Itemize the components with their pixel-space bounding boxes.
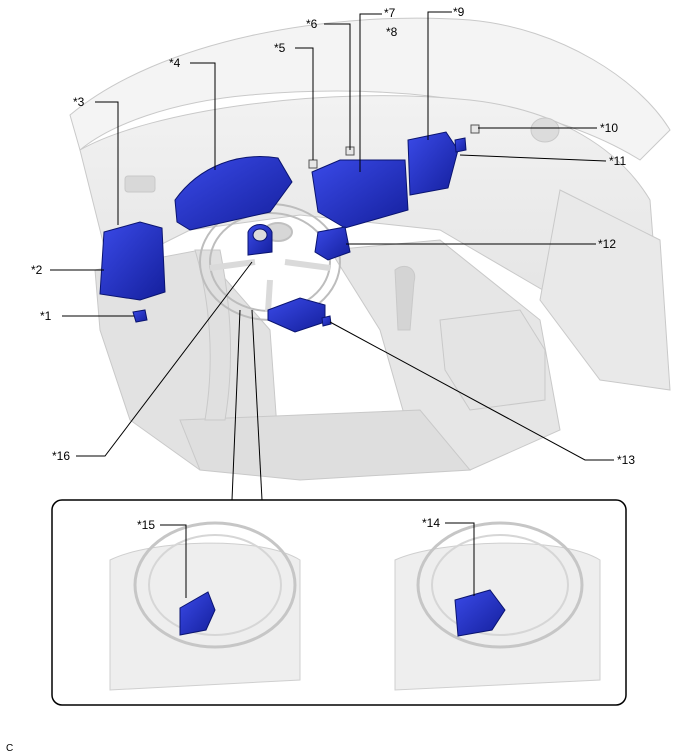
component-10: [470, 124, 480, 134]
callout-8: *8: [386, 25, 398, 39]
component-15: [179, 591, 216, 636]
callout-10: *10: [600, 121, 618, 135]
component-4: [174, 156, 293, 231]
highlighted-components: [99, 124, 480, 333]
component-1: [132, 309, 148, 323]
component-9: [407, 131, 459, 196]
callout-2: *2: [31, 263, 43, 277]
component-2: [99, 221, 166, 301]
component-14: [454, 589, 506, 637]
component-7: [311, 159, 409, 229]
callout-12: *12: [598, 237, 616, 251]
callout-7: *7: [384, 6, 396, 20]
callout-1: *1: [40, 309, 52, 323]
component-5: [308, 159, 318, 169]
callout-14: *14: [422, 516, 440, 530]
callout-3: *3: [73, 95, 85, 109]
callout-9: *9: [453, 5, 465, 19]
callout-16: *16: [52, 449, 70, 463]
leader-lines: [50, 11, 614, 501]
callout-labels: *1 *2 *3 *4 *5 *6 *7 *8 *9 *10 *11 *12 *…: [6, 5, 635, 754]
component-12: [314, 226, 351, 261]
callout-11: *11: [609, 154, 626, 168]
callout-5: *5: [274, 41, 286, 55]
callout-4: *4: [169, 56, 181, 70]
component-11: [454, 137, 467, 153]
callout-6: *6: [306, 17, 318, 31]
component-13: [267, 297, 326, 333]
callout-15: *15: [137, 518, 155, 532]
inset-view-left: [109, 521, 301, 691]
callout-13: *13: [617, 453, 635, 467]
inset-view-right: [394, 521, 601, 691]
figure-code: C: [6, 743, 13, 754]
